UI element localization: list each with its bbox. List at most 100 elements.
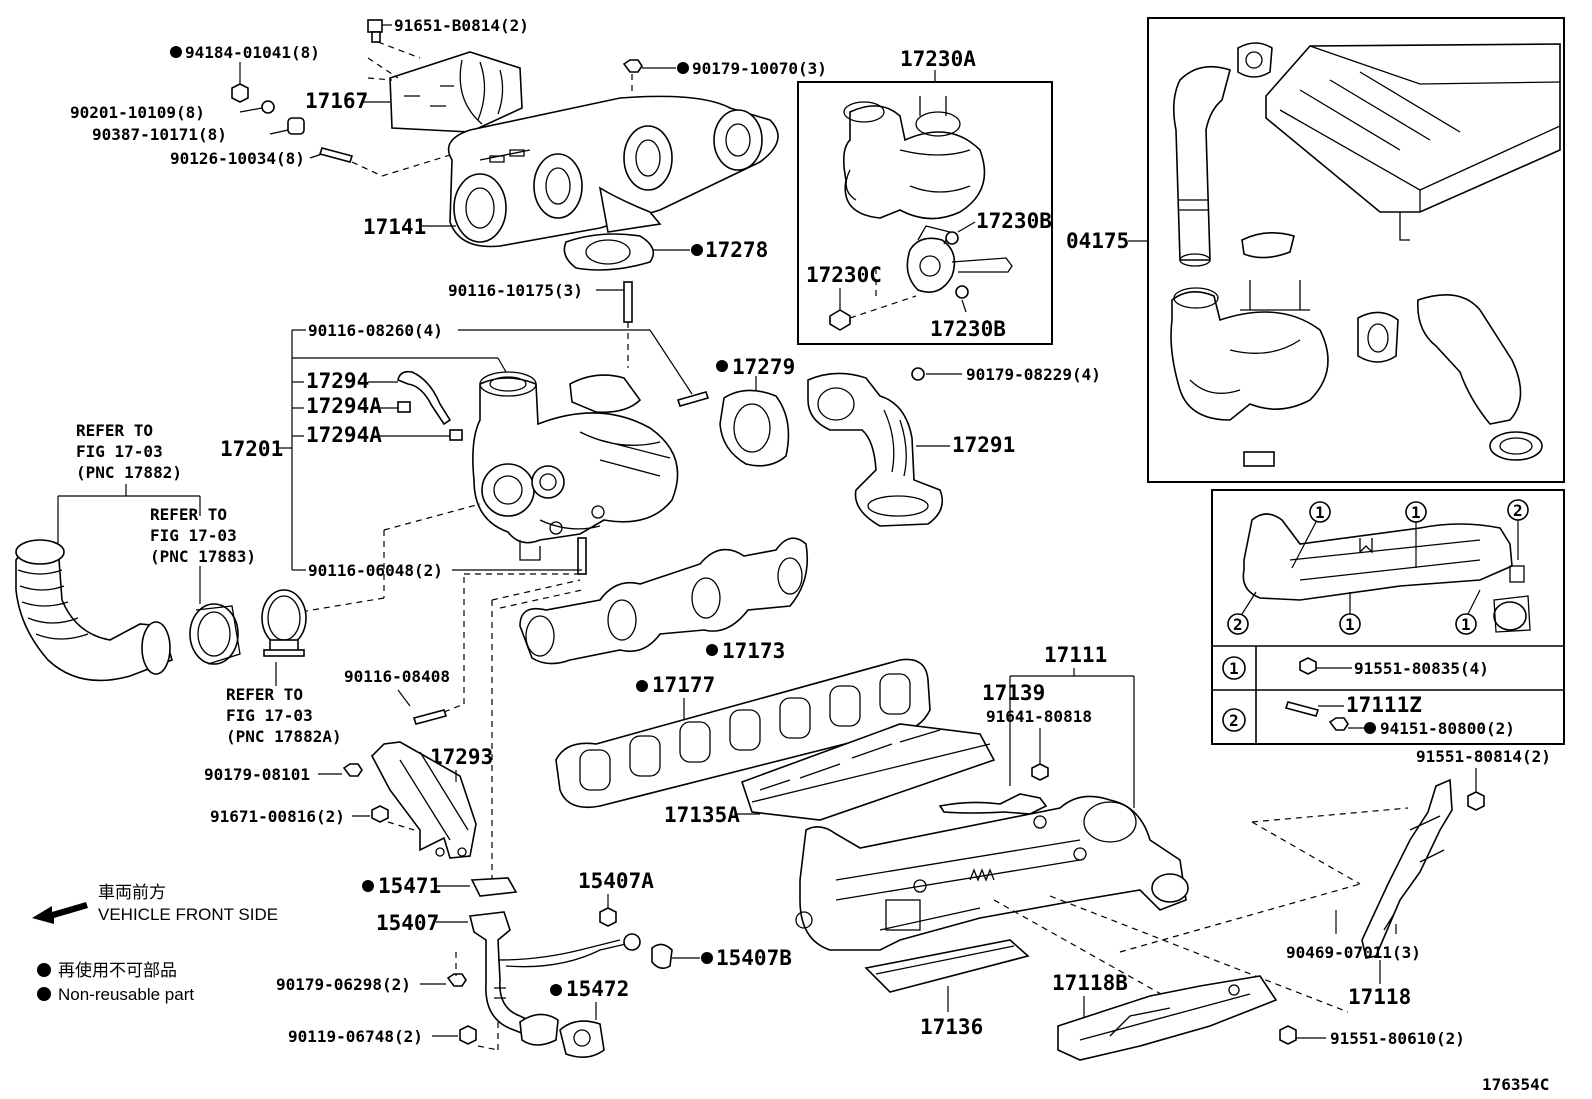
non-reusable-bullet-icon <box>701 952 713 964</box>
label-91671: 91671-00816(2) <box>210 807 345 826</box>
legend-front-jp: 車両前方 <box>98 883 166 902</box>
label-17139: 17139 <box>982 681 1045 705</box>
label-17294: 17294 <box>306 369 369 393</box>
callout-1-a: 1 <box>1315 503 1325 522</box>
non-reusable-bullet-icon <box>716 360 728 372</box>
turbocharger-group: 90116-08260(4) 17201 17294 17294A 17294A <box>220 321 710 613</box>
gasket-17278 <box>563 233 655 271</box>
stud-90116-08260-icon <box>676 391 710 407</box>
legend-nonreuse-en: Non-reusable part <box>58 985 194 1004</box>
label-17118B: 17118B <box>1052 971 1128 995</box>
gasket-15472 <box>559 1020 605 1058</box>
ref3-line3: (PNC 17882A) <box>226 727 342 746</box>
label-17118: 17118 <box>1348 985 1411 1009</box>
label-90179-08101: 90179-08101 <box>204 765 310 784</box>
gasket-small-04175 <box>1241 232 1295 259</box>
ref2-line3: (PNC 17883) <box>150 547 256 566</box>
actuator-kit-box: 17230A 17230B 17230C 17230B <box>797 47 1053 345</box>
actuator-kit-frame <box>797 81 1053 345</box>
label-90469: 90469-07011(3) <box>1286 943 1421 962</box>
flange-gasket-top-04175 <box>1237 42 1273 78</box>
label-04175: 04175 <box>1066 229 1129 253</box>
label-17230C: 17230C <box>806 263 882 287</box>
flange-15407 <box>519 1013 559 1046</box>
ring-gasket-04175 <box>1489 431 1543 461</box>
legend: 車両前方 VEHICLE FRONT SIDE 再使用不可部品 Non-reus… <box>32 883 278 1004</box>
manifold-gasket-17173 <box>519 537 809 665</box>
gasket-17279 <box>719 389 790 467</box>
non-reusable-bullet-icon <box>37 987 51 1001</box>
bolt-91551-80610-icon <box>1279 1025 1297 1045</box>
label-91551-80814: 91551-80814(2) <box>1416 747 1551 766</box>
cover-17135A <box>740 723 996 821</box>
intake-hose-group <box>15 539 307 682</box>
nut-90179-06298-icon <box>446 973 467 987</box>
turbo-housing-17230A <box>842 96 986 220</box>
stud-90126-icon <box>318 147 354 163</box>
pipe-04175 <box>1417 294 1522 425</box>
label-94151: 94151-80800(2) <box>1380 719 1515 738</box>
label-17141: 17141 <box>363 215 426 239</box>
refer-notes: REFER TO FIG 17-03 (PNC 17882) REFER TO … <box>57 421 342 746</box>
ref2-line1: REFER TO <box>150 505 227 524</box>
label-15407: 15407 <box>376 911 439 935</box>
washer-90201-icon <box>261 100 275 114</box>
heat-insulator-17167 <box>389 51 523 133</box>
gasket-15471 <box>470 877 518 897</box>
nut-90179-08101-icon <box>342 763 363 777</box>
label-15472: 15472 <box>566 977 629 1001</box>
intake-manifold-group: 17111 17139 91641-80818 17135A <box>664 643 1551 1061</box>
stud-17111Z-icon <box>1284 701 1320 717</box>
callout-1-d: 1 <box>1461 615 1471 634</box>
nut-94184-icon <box>231 83 249 103</box>
egr-pipe-group: 15471 15407 15407A 15407B 90179-06298(2)… <box>276 579 792 1058</box>
label-17167: 17167 <box>305 89 368 113</box>
figure-code: 176354C <box>1482 1075 1549 1094</box>
nut-94151-icon <box>1328 717 1349 731</box>
table-row2-marker <box>1222 708 1246 732</box>
label-90119: 90119-06748(2) <box>288 1027 423 1046</box>
bolt-17230C-icon <box>829 309 851 331</box>
label-90201: 90201-10109(8) <box>70 103 205 122</box>
washer-17230B-bottom-icon <box>955 285 969 299</box>
clip-17294A-upper-icon <box>397 401 411 413</box>
label-90116-10175: 90116-10175(3) <box>448 281 583 300</box>
label-17111Z: 17111Z <box>1346 693 1422 717</box>
bracket-17118 <box>1361 778 1453 959</box>
label-17177: 17177 <box>652 673 715 697</box>
nut-90179-10070-icon <box>622 59 643 73</box>
intercooler-04175 <box>1265 43 1561 241</box>
plug-15407B-icon <box>651 943 673 970</box>
stud-90116-06048-icon <box>577 537 587 575</box>
label-90116-06048: 90116-06048(2) <box>308 561 443 580</box>
non-reusable-bullet-icon <box>677 62 689 74</box>
exhaust-pipe-17291 <box>807 372 944 527</box>
non-reusable-bullet-icon <box>1364 722 1376 734</box>
washer-17230B-top-icon <box>945 231 959 245</box>
label-91641: 91641-80818 <box>986 707 1092 726</box>
table-row2-num: 2 <box>1229 711 1239 730</box>
label-91551-80610: 91551-80610(2) <box>1330 1029 1465 1048</box>
non-reusable-bullet-icon <box>636 680 648 692</box>
exhaust-manifold-group: 91651-B0814(2) 94184-01041(8) 90201-1010… <box>70 16 827 368</box>
label-17111: 17111 <box>1044 643 1107 667</box>
stud-90116-08408-icon <box>412 709 448 725</box>
actuator-17230 <box>906 225 1013 293</box>
bolt-91551-80835-icon <box>1299 657 1317 675</box>
table-row1-num: 1 <box>1229 659 1239 678</box>
label-17279: 17279 <box>732 355 795 379</box>
exhaust-manifold-17141 <box>447 95 779 248</box>
intake-gaskets-group: 17173 90116-08408 17177 17293 90179-081 <box>204 537 931 859</box>
lever-17139 <box>938 793 1048 815</box>
label-90179-08229: 90179-08229(4) <box>966 365 1101 384</box>
label-17278: 17278 <box>705 238 768 262</box>
label-90179-10070: 90179-10070(3) <box>692 59 827 78</box>
hose-17294 <box>397 370 452 426</box>
clip-17294A-lower-icon <box>449 429 463 441</box>
callout-2-b: 2 <box>1233 615 1243 634</box>
label-91551-80835: 91551-80835(4) <box>1354 659 1489 678</box>
non-reusable-bullet-icon <box>691 244 703 256</box>
subassembly-frame <box>1211 489 1565 745</box>
label-91651: 91651-B0814(2) <box>394 16 529 35</box>
